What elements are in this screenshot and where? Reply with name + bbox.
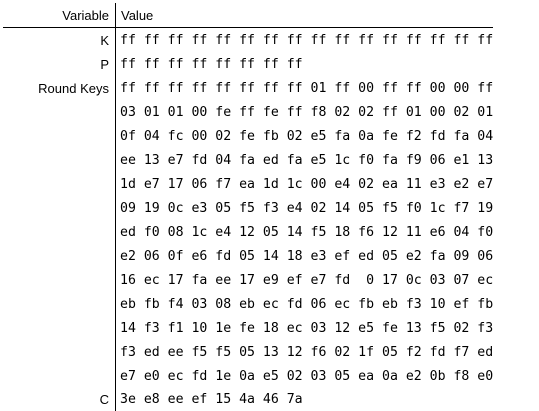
variable-name: [3, 124, 116, 148]
hex-value: 09 19 0c e3 05 f5 f3 e4 02 14 05 f5 f0 1…: [120, 200, 494, 216]
variable-name: [3, 340, 116, 364]
hex-value: 0f 04 fc 00 02 fe fb 02 e5 fa 0a fe f2 f…: [120, 128, 494, 144]
variable-column-header: Variable: [3, 3, 116, 28]
table-row: e7 e0 ec fd 1e 0a e5 02 03 05 ea 0a e2 0…: [3, 364, 493, 388]
hex-value: 1d e7 17 06 f7 ea 1d 1c 00 e4 02 ea 11 e…: [120, 176, 494, 192]
variable-name: [3, 292, 116, 316]
hex-value: ee 13 e7 fd 04 fa ed fa e5 1c f0 fa f9 0…: [120, 152, 494, 168]
variable-name: [3, 172, 116, 196]
table-row: 14 f3 f1 10 1e fe 18 ec 03 12 e5 fe 13 f…: [3, 316, 493, 340]
variable-name: [3, 148, 116, 172]
hex-value: 03 01 01 00 fe ff fe ff f8 02 02 ff 01 0…: [120, 104, 494, 120]
variable-name: [3, 196, 116, 220]
hex-value: e7 e0 ec fd 1e 0a e5 02 03 05 ea 0a e2 0…: [120, 368, 494, 384]
variable-name: Round Keys: [3, 76, 116, 100]
hex-value: ff ff ff ff ff ff ff ff: [120, 56, 303, 72]
hex-value: ed f0 08 1c e4 12 05 14 f5 18 f6 12 11 e…: [120, 224, 494, 240]
table-row: ed f0 08 1c e4 12 05 14 f5 18 f6 12 11 e…: [3, 220, 493, 244]
hex-value: 16 ec 17 fa ee 17 e9 ef e7 fd 0 17 0c 03…: [120, 272, 494, 288]
table-row: C 3e e8 ee ef 15 4a 46 7a: [3, 388, 493, 411]
table-header-row: Variable Value: [3, 3, 494, 28]
variable-name: [3, 316, 116, 340]
variable-name: K: [3, 27, 116, 52]
hex-value: f3 ed ee f5 f5 05 13 12 f6 02 1f 05 f2 f…: [120, 344, 494, 360]
table-row: 0f 04 fc 00 02 fe fb 02 e5 fa 0a fe f2 f…: [3, 124, 493, 148]
hex-value: ff ff ff ff ff ff ff ff ff ff ff ff ff f…: [120, 32, 494, 48]
variable-name: [3, 244, 116, 268]
hex-value: e2 06 0f e6 fd 05 14 18 e3 ef ed 05 e2 f…: [120, 248, 494, 264]
variable-name: P: [3, 52, 116, 76]
variable-name: [3, 268, 116, 292]
table-row: e2 06 0f e6 fd 05 14 18 e3 ef ed 05 e2 f…: [3, 244, 493, 268]
value-column-header: Value: [115, 3, 494, 28]
hex-value: ff ff ff ff ff ff ff ff 01 ff 00 ff ff 0…: [120, 80, 494, 96]
variable-name: C: [3, 388, 116, 411]
table-row: 16 ec 17 fa ee 17 e9 ef e7 fd 0 17 0c 03…: [3, 268, 493, 292]
hex-value: 14 f3 f1 10 1e fe 18 ec 03 12 e5 fe 13 f…: [120, 320, 494, 336]
table-row: eb fb f4 03 08 eb ec fd 06 ec fb eb f3 1…: [3, 292, 493, 316]
table-row: f3 ed ee f5 f5 05 13 12 f6 02 1f 05 f2 f…: [3, 340, 493, 364]
table-row: 09 19 0c e3 05 f5 f3 e4 02 14 05 f5 f0 1…: [3, 196, 493, 220]
variable-name: [3, 220, 116, 244]
table-row: 03 01 01 00 fe ff fe ff f8 02 02 ff 01 0…: [3, 100, 493, 124]
variable-name: [3, 364, 116, 388]
variable-name: [3, 100, 116, 124]
table-row: ee 13 e7 fd 04 fa ed fa e5 1c f0 fa f9 0…: [3, 148, 493, 172]
hex-value: eb fb f4 03 08 eb ec fd 06 ec fb eb f3 1…: [120, 296, 494, 312]
hex-value: 3e e8 ee ef 15 4a 46 7a: [120, 392, 303, 407]
table-row: 1d e7 17 06 f7 ea 1d 1c 00 e4 02 ea 11 e…: [3, 172, 493, 196]
